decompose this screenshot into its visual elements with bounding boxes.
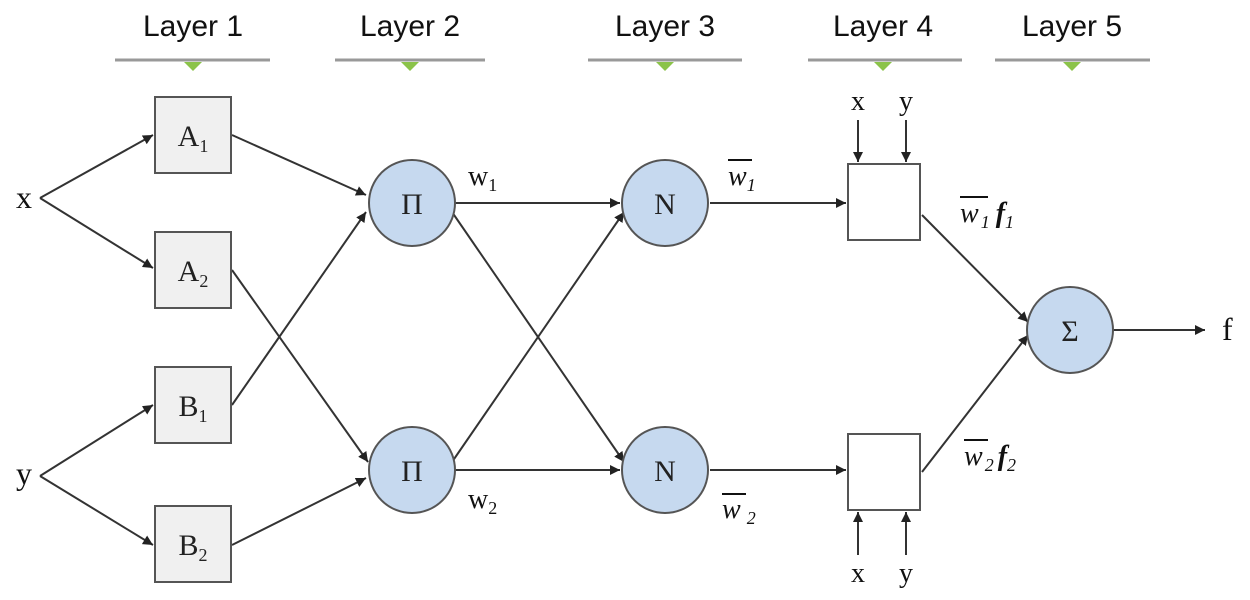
layer-1-label: Layer 1 [143, 10, 243, 43]
edges [39, 120, 1205, 555]
label-wbar1: w1 [728, 159, 756, 195]
layer-5-marker-icon [1063, 62, 1081, 71]
node-circle [1026, 286, 1114, 374]
edge-y-b2 [39, 475, 154, 546]
node-label: B1 [178, 390, 207, 426]
layer4-bottom-x: x [851, 558, 865, 589]
layer-2-marker-icon [401, 62, 419, 71]
edge-a1-pi1 [231, 134, 367, 196]
input-y: y [16, 455, 32, 491]
layer2-node-pi2: Π [368, 426, 456, 514]
n-symbol: N [654, 455, 676, 488]
pi-symbol: Π [401, 455, 423, 488]
edge-b1-pi1 [231, 211, 367, 406]
output-f: f [1222, 311, 1233, 347]
edge-x-a1 [39, 134, 154, 199]
layer4-top-x: x [851, 86, 865, 117]
node-box [154, 231, 232, 309]
layer1-node-b2: B2 [154, 505, 232, 583]
node-label: A2 [178, 255, 209, 291]
node-circle [621, 159, 709, 247]
node-circle [368, 159, 456, 247]
layer-4-marker-icon [874, 62, 892, 71]
edge-box2-sum [921, 334, 1029, 473]
layer1-node-a1: A1 [154, 96, 232, 174]
wbar1-text: w1 [728, 161, 756, 195]
edge-b2-pi2 [231, 477, 367, 546]
pi-symbol: Π [401, 188, 423, 221]
layer-header-1: Layer 1 [115, 10, 270, 71]
layer-2-label: Layer 2 [360, 10, 460, 43]
layer-5-label: Layer 5 [1022, 10, 1122, 43]
layer4-bottom-y: y [899, 558, 913, 589]
layer-header-3: Layer 3 [588, 10, 742, 71]
node-box [154, 505, 232, 583]
label-w2: w2 [468, 484, 497, 518]
layer1-node-b1: B1 [154, 366, 232, 444]
node-box [154, 96, 232, 174]
layer5-node-sum: Σ [1026, 286, 1114, 374]
layer-header-5: Layer 5 [995, 10, 1150, 71]
layer4-node-2 [847, 433, 921, 511]
node-circle [368, 426, 456, 514]
edge-y-b1 [39, 404, 154, 477]
edge-pi2-n1 [451, 211, 625, 463]
n-symbol: N [654, 188, 676, 221]
layer1-node-a2: A2 [154, 231, 232, 309]
layer4-node-1 [847, 163, 921, 241]
layer-header-2: Layer 2 [335, 10, 485, 71]
node-box [154, 366, 232, 444]
layer-4-label: Layer 4 [833, 10, 933, 43]
node-label: A1 [178, 120, 209, 156]
sigma-symbol: Σ [1061, 315, 1078, 348]
layer-3-label: Layer 3 [615, 10, 715, 43]
layer2-node-pi1: Π [368, 159, 456, 247]
layer-header-4: Layer 4 [808, 10, 962, 71]
edge-box1-sum [921, 214, 1029, 323]
layer-3-marker-icon [656, 62, 674, 71]
node-label: B2 [178, 529, 207, 565]
edge-x-a2 [39, 197, 154, 269]
node-circle [621, 426, 709, 514]
layer4-top-y: y [899, 86, 913, 117]
edge-a2-pi2 [231, 269, 369, 463]
layer3-node-n2: N [621, 426, 709, 514]
label-w1: w1 [468, 161, 497, 195]
layer3-node-n1: N [621, 159, 709, 247]
layer-1-marker-icon [184, 62, 202, 71]
input-x: x [16, 179, 32, 215]
